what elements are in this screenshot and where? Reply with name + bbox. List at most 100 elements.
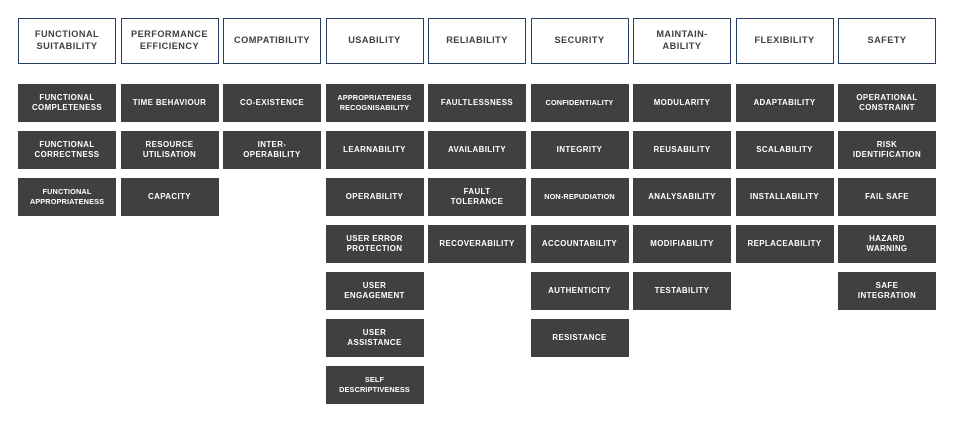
subcharacteristic-label: USER ENGAGEMENT [344, 280, 405, 300]
subcharacteristic-box[interactable]: SELF DESCRIPTIVENESS [325, 366, 424, 404]
subcharacteristic-box[interactable]: USER ERROR PROTECTION [325, 225, 424, 263]
subcharacteristic-label: INSTALLABILITY [749, 191, 819, 201]
subcharacteristic-box[interactable]: REUSABILITY [633, 131, 731, 169]
subcharacteristic-label: RESOURCE UTILISATION [142, 139, 197, 159]
subcharacteristic-box[interactable]: TESTABILITY [633, 272, 731, 310]
subcharacteristic-label: RISK IDENTIFICATION [852, 139, 922, 159]
characteristic-header-label: SAFETY [867, 35, 907, 46]
characteristic-header-label: FUNCTIONAL SUITABILITY [34, 29, 100, 51]
subcharacteristic-box[interactable]: HAZARD WARNING [838, 225, 936, 263]
subcharacteristic-box[interactable]: APPROPRIATENESS RECOGNISABILITY [325, 84, 424, 122]
characteristic-header-security[interactable]: SECURITY [530, 18, 629, 64]
subcharacteristic-label: TIME BEHAVIOUR [132, 97, 207, 107]
subcharacteristic-label: NON-REPUDIATION [544, 191, 615, 201]
subcharacteristic-label: SELF DESCRIPTIVENESS [339, 374, 410, 394]
subcharacteristic-box[interactable]: ANALYSABILITY [633, 178, 731, 216]
subcharacteristic-label: USER ASSISTANCE [347, 327, 402, 347]
characteristic-header-label: FLEXIBILITY [754, 35, 815, 46]
subcharacteristic-box[interactable]: RESOURCE UTILISATION [120, 131, 219, 169]
subcharacteristic-box[interactable]: INSTALLABILITY [735, 178, 834, 216]
subcharacteristic-label: CAPACITY [148, 191, 191, 201]
subcharacteristic-box[interactable]: RECOVERABILITY [428, 225, 526, 263]
subcharacteristic-label: RESISTANCE [552, 332, 607, 342]
subcharacteristic-box[interactable]: RESISTANCE [530, 319, 629, 357]
characteristic-header-label: USABILITY [348, 35, 401, 46]
subcharacteristic-box[interactable]: CAPACITY [120, 178, 219, 216]
subcharacteristic-box[interactable]: USER ASSISTANCE [325, 319, 424, 357]
characteristic-header-maintainability[interactable]: MAINTAIN- ABILITY [633, 18, 731, 64]
subcharacteristic-label: SAFE INTEGRATION [857, 280, 917, 300]
subcharacteristic-label: FUNCTIONAL CORRECTNESS [34, 139, 100, 159]
subcharacteristic-label: USER ERROR PROTECTION [346, 233, 403, 253]
characteristic-header-flexibility[interactable]: FLEXIBILITY [735, 18, 834, 64]
subcharacteristic-label: OPERABILITY [345, 191, 404, 201]
subcharacteristic-list-maintainability: MODULARITY REUSABILITY ANALYSABILITY MODIFI… [633, 84, 731, 310]
subcharacteristic-label: LEARNABILITY [343, 144, 406, 154]
characteristic-header-label: RELIABILITY [446, 35, 508, 46]
subcharacteristic-list-flexibility: ADAPTABILITY SCALABILITY INSTALLABILITY REP… [735, 84, 834, 263]
subcharacteristic-box[interactable]: USER ENGAGEMENT [325, 272, 424, 310]
subcharacteristic-label: RECOVERABILITY [439, 238, 515, 248]
subcharacteristic-label: INTER- OPERABILITY [243, 139, 301, 159]
characteristic-column-maintainability: MAINTAIN- ABILITY MODULARITY REUSABILITY AN… [633, 18, 731, 310]
subcharacteristic-box[interactable]: FAULTLESSNESS [428, 84, 526, 122]
subcharacteristic-box[interactable]: CONFIDENTIALITY [530, 84, 629, 122]
subcharacteristic-label: AVAILABILITY [448, 144, 506, 154]
subcharacteristic-box[interactable]: REPLACEABILITY [735, 225, 834, 263]
subcharacteristic-label: INTEGRITY [556, 144, 603, 154]
subcharacteristic-box[interactable]: LEARNABILITY [325, 131, 424, 169]
characteristic-header-functional-suitability[interactable]: FUNCTIONAL SUITABILITY [18, 18, 116, 64]
characteristic-column-usability: USABILITY APPROPRIATENESS RECOGNISABILITY… [325, 18, 424, 404]
subcharacteristic-list-safety: OPERATIONAL CONSTRAINT RISK IDENTIFICATIO… [838, 84, 936, 310]
subcharacteristic-label: MODIFIABILITY [650, 238, 714, 248]
subcharacteristic-box[interactable]: OPERATIONAL CONSTRAINT [838, 84, 936, 122]
characteristic-column-flexibility: FLEXIBILITY ADAPTABILITY SCALABILITY INSTAL… [735, 18, 834, 263]
subcharacteristic-label: FAULT TOLERANCE [450, 186, 504, 206]
characteristic-column-safety: SAFETY OPERATIONAL CONSTRAINT RISK IDENTIF… [838, 18, 936, 310]
subcharacteristic-label: REPLACEABILITY [747, 238, 822, 248]
subcharacteristic-label: FAULTLESSNESS [440, 97, 514, 107]
characteristic-column-functional-suitability: FUNCTIONAL SUITABILITY FUNCTIONAL COMPLET… [18, 18, 116, 216]
characteristic-header-label: COMPATIBILITY [234, 35, 310, 46]
subcharacteristic-box[interactable]: INTEGRITY [530, 131, 629, 169]
subcharacteristic-box[interactable]: OPERABILITY [325, 178, 424, 216]
characteristic-column-security: SECURITY CONFIDENTIALITY INTEGRITY NON-REPU… [530, 18, 629, 357]
characteristic-header-safety[interactable]: SAFETY [838, 18, 936, 64]
subcharacteristic-label: CO-EXISTENCE [240, 97, 304, 107]
characteristic-header-compatibility[interactable]: COMPATIBILITY [223, 18, 321, 64]
subcharacteristic-box[interactable]: FAULT TOLERANCE [428, 178, 526, 216]
subcharacteristic-box[interactable]: MODULARITY [633, 84, 731, 122]
subcharacteristic-box[interactable]: RISK IDENTIFICATION [838, 131, 936, 169]
subcharacteristic-box[interactable]: FUNCTIONAL CORRECTNESS [18, 131, 116, 169]
subcharacteristic-label: CONFIDENTIALITY [545, 97, 614, 107]
subcharacteristic-box[interactable]: SCALABILITY [735, 131, 834, 169]
subcharacteristic-box[interactable]: TIME BEHAVIOUR [120, 84, 219, 122]
subcharacteristic-label: FUNCTIONAL APPROPRIATENESS [29, 186, 105, 206]
subcharacteristic-list-reliability: FAULTLESSNESS AVAILABILITY FAULT TOLERANCE… [428, 84, 526, 263]
subcharacteristic-box[interactable]: MODIFIABILITY [633, 225, 731, 263]
characteristic-header-reliability[interactable]: RELIABILITY [428, 18, 526, 64]
subcharacteristic-label: APPROPRIATENESS RECOGNISABILITY [337, 92, 412, 112]
subcharacteristic-box[interactable]: FUNCTIONAL APPROPRIATENESS [18, 178, 116, 216]
subcharacteristic-label: REUSABILITY [653, 144, 711, 154]
subcharacteristic-box[interactable]: ADAPTABILITY [735, 84, 834, 122]
subcharacteristic-box[interactable]: FAIL SAFE [838, 178, 936, 216]
subcharacteristic-box[interactable]: INTER- OPERABILITY [223, 131, 321, 169]
subcharacteristic-box[interactable]: SAFE INTEGRATION [838, 272, 936, 310]
subcharacteristic-label: ANALYSABILITY [648, 191, 716, 201]
characteristic-column-compatibility: COMPATIBILITY CO-EXISTENCE INTER- OPERABIL… [223, 18, 321, 169]
subcharacteristic-label: FAIL SAFE [865, 191, 909, 201]
subcharacteristic-box[interactable]: FUNCTIONAL COMPLETENESS [18, 84, 116, 122]
subcharacteristic-label: MODULARITY [653, 97, 711, 107]
subcharacteristic-box[interactable]: CO-EXISTENCE [223, 84, 321, 122]
characteristic-header-usability[interactable]: USABILITY [325, 18, 424, 64]
subcharacteristic-box[interactable]: AVAILABILITY [428, 131, 526, 169]
subcharacteristic-list-performance-efficiency: TIME BEHAVIOUR RESOURCE UTILISATION CAPACI… [120, 84, 219, 216]
subcharacteristic-box[interactable]: AUTHENTICITY [530, 272, 629, 310]
subcharacteristic-box[interactable]: NON-REPUDIATION [530, 178, 629, 216]
subcharacteristic-box[interactable]: ACCOUNTABILITY [530, 225, 629, 263]
characteristic-header-performance-efficiency[interactable]: PERFORMANCE EFFICIENCY [120, 18, 219, 64]
characteristic-column-performance-efficiency: PERFORMANCE EFFICIENCY TIME BEHAVIOUR RESO… [120, 18, 219, 216]
